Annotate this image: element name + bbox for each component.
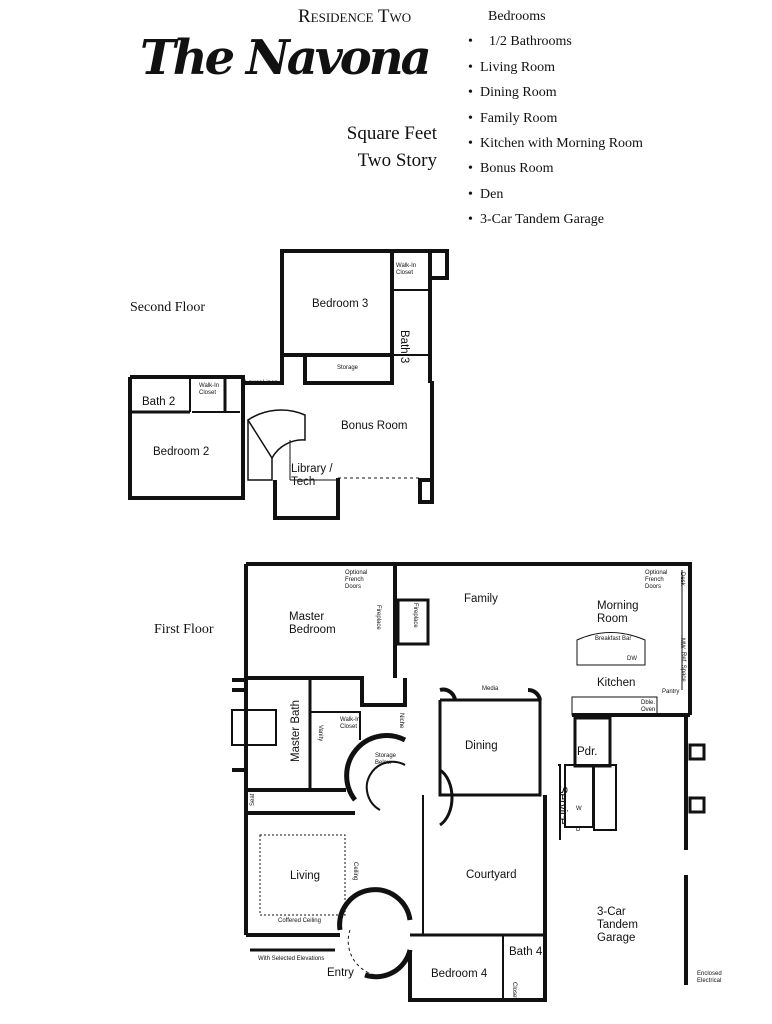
breakfast-bar-label: Breakfast Bar bbox=[595, 636, 632, 642]
second-floor-label: Second Floor bbox=[130, 300, 206, 315]
double-oven-label: Dble. Oven bbox=[641, 700, 656, 713]
vanity-label: Vanity bbox=[317, 725, 323, 742]
feature-list: Bedrooms 1/2 Bathrooms Living Room Dinin… bbox=[468, 4, 643, 233]
second-floor-walls bbox=[128, 249, 449, 520]
enclosed-line2: Electrical bbox=[697, 978, 722, 984]
room-walkin-closet-2: Walk-In Closet bbox=[199, 383, 220, 396]
feature-item: Den bbox=[468, 182, 643, 208]
feature-item: 3-Car Tandem Garage bbox=[468, 207, 643, 233]
feature-item: Family Room bbox=[468, 106, 643, 132]
room-walkin-closet-3: Walk-In Closet bbox=[396, 263, 417, 276]
room-master-bath: Master Bath bbox=[290, 700, 302, 762]
room-storage: Storage bbox=[337, 365, 359, 371]
room-kitchen: Kitchen bbox=[597, 677, 636, 689]
washer-label: W bbox=[576, 806, 582, 812]
morning-line1: Morning bbox=[597, 600, 639, 612]
feature-item: Kitchen with Morning Room bbox=[468, 131, 643, 157]
room-library: Library /Tech bbox=[291, 463, 333, 489]
room-bath-2: Bath 2 bbox=[142, 396, 176, 408]
garage-line1: 3-Car bbox=[597, 906, 626, 918]
storage-below-label: Storage Below bbox=[375, 753, 397, 766]
morning-line2: Room bbox=[597, 613, 628, 625]
ceiling-label: Ceiling bbox=[352, 862, 358, 881]
dryer-label: D bbox=[576, 827, 581, 833]
master-line2: Bedroom bbox=[289, 624, 336, 636]
desk-label: Desk bbox=[679, 572, 685, 586]
coffered-ceiling-label: Coffered Ceiling bbox=[278, 918, 321, 924]
room-bath-3: Bath 3 bbox=[398, 330, 410, 364]
feature-item: Bedrooms bbox=[488, 9, 546, 24]
plan-stats: Square Feet Two Story bbox=[347, 120, 437, 174]
feature-item: Dining Room bbox=[468, 80, 643, 106]
room-dining: Dining bbox=[465, 740, 498, 752]
closet-label: Closet bbox=[511, 982, 517, 1000]
french-doors-note-1: Optional French Doors bbox=[345, 570, 368, 590]
room-bedroom-4: Bedroom 4 bbox=[431, 968, 488, 980]
master-line1: Master bbox=[289, 611, 325, 623]
dishwasher-label: DW bbox=[627, 656, 637, 662]
square-feet: Square Feet bbox=[346, 123, 437, 144]
first-floor-label: First Floor bbox=[154, 622, 214, 637]
feature-item: Living Room bbox=[468, 55, 643, 81]
garage-line2: Tandem bbox=[597, 919, 638, 931]
seat-label: Seat bbox=[250, 793, 256, 806]
microwave-label: MW bbox=[679, 638, 685, 649]
library-line1: Library / bbox=[291, 463, 333, 475]
fireplace-label-2: Fireplace bbox=[412, 603, 418, 628]
stories: Two Story bbox=[357, 150, 437, 171]
room-powder: Pdr. bbox=[577, 746, 598, 758]
first-floor-walls bbox=[231, 562, 706, 1002]
media-label: Media bbox=[482, 686, 499, 692]
room-bonus: Bonus Room bbox=[341, 420, 408, 432]
plan-title: The Navona bbox=[140, 30, 432, 86]
room-bedroom-3: Bedroom 3 bbox=[312, 298, 369, 310]
french-doors-note-2: Optional French Doors bbox=[645, 570, 668, 590]
room-pantry: Pantry bbox=[662, 689, 680, 695]
room-walkin-closet: Walk-In Closet bbox=[340, 717, 361, 730]
feature-item: 1/2 Bathrooms bbox=[468, 29, 643, 55]
room-family: Family bbox=[464, 593, 498, 605]
residence-label: Residence Two bbox=[298, 6, 412, 27]
room-bedroom-2: Bedroom 2 bbox=[153, 446, 210, 458]
fireplace-label-1: Fireplace bbox=[375, 605, 381, 630]
feature-item: Bonus Room bbox=[468, 156, 643, 182]
selected-elevations-note: With Selected Elevations bbox=[258, 956, 325, 962]
garage-line3: Garage bbox=[597, 932, 636, 944]
room-courtyard: Courtyard bbox=[466, 869, 517, 881]
room-service: Service bbox=[556, 786, 568, 825]
ref-space-label: Ref. Space bbox=[680, 652, 686, 682]
room-bath-4: Bath 4 bbox=[509, 946, 543, 958]
room-living: Living bbox=[290, 870, 321, 882]
library-line2: Tech bbox=[291, 476, 316, 488]
room-lower-linen: Lower Linen bbox=[245, 380, 278, 386]
enclosed-line1: Enclosed bbox=[697, 971, 722, 977]
niche-label: Niche bbox=[398, 713, 404, 729]
room-entry: Entry bbox=[327, 967, 354, 979]
